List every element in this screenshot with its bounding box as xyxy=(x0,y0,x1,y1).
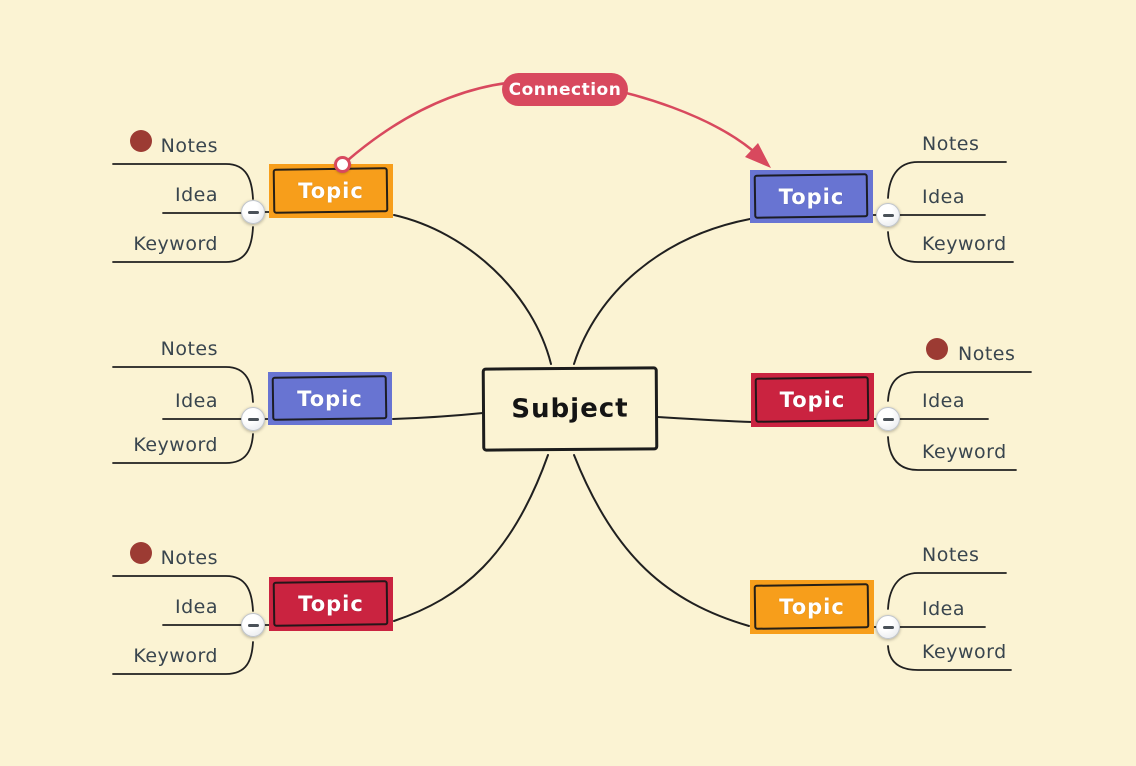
child-node-keyword[interactable]: Keyword xyxy=(922,641,1007,663)
topic-label: Topic xyxy=(779,595,845,619)
child-node-idea[interactable]: Idea xyxy=(922,390,965,412)
connector-top-right xyxy=(573,218,751,365)
child-node-notes[interactable]: Notes xyxy=(160,135,218,157)
minus-icon xyxy=(882,213,894,217)
child-node-idea[interactable]: Idea xyxy=(922,186,965,208)
child-node-idea[interactable]: Idea xyxy=(175,390,218,412)
connection-arrowhead-icon xyxy=(745,143,771,168)
child-node-idea[interactable]: Idea xyxy=(922,598,965,620)
collapse-button[interactable] xyxy=(241,200,265,224)
topic-label: Topic xyxy=(778,184,845,209)
topic-node-top-right[interactable]: Topic xyxy=(750,170,873,223)
topic-label: Topic xyxy=(297,386,363,411)
connector-middle-left xyxy=(392,412,484,420)
child-node-idea[interactable]: Idea xyxy=(175,184,218,206)
collapse-button[interactable] xyxy=(876,203,900,227)
subject-node[interactable]: Subject xyxy=(481,366,659,452)
child-node-notes[interactable]: Notes xyxy=(922,133,980,155)
child-node-keyword[interactable]: Keyword xyxy=(922,233,1007,255)
topic-node-top-left[interactable]: Topic xyxy=(269,164,393,218)
note-marker-icon[interactable] xyxy=(130,542,152,564)
connector-bottom-right xyxy=(573,454,750,627)
connection-label-text: Connection xyxy=(508,79,622,100)
child-node-notes[interactable]: Notes xyxy=(922,544,980,566)
topic-label: Topic xyxy=(298,592,364,616)
child-node-keyword[interactable]: Keyword xyxy=(133,645,218,667)
minus-icon xyxy=(247,417,259,421)
collapse-button[interactable] xyxy=(876,407,900,431)
minus-icon xyxy=(247,623,259,627)
topic-label: Topic xyxy=(298,179,364,203)
child-node-notes[interactable]: Notes xyxy=(160,338,218,360)
child-node-notes[interactable]: Notes xyxy=(160,547,218,569)
subject-label: Subject xyxy=(511,393,629,425)
collapse-button[interactable] xyxy=(241,407,265,431)
topic-node-bottom-left[interactable]: Topic xyxy=(269,577,393,631)
child-node-idea[interactable]: Idea xyxy=(175,596,218,618)
connector-top-left xyxy=(393,214,552,365)
topic-node-middle-right[interactable]: Topic xyxy=(751,373,874,427)
minus-icon xyxy=(882,417,894,421)
note-marker-icon[interactable] xyxy=(130,130,152,152)
child-node-keyword[interactable]: Keyword xyxy=(922,441,1007,463)
minus-icon xyxy=(882,625,894,629)
connector-middle-right xyxy=(657,416,753,423)
topic-node-middle-left[interactable]: Topic xyxy=(268,372,392,425)
connector-bottom-left xyxy=(393,454,549,622)
collapse-button[interactable] xyxy=(241,613,265,637)
child-node-keyword[interactable]: Keyword xyxy=(133,233,218,255)
topic-label: Topic xyxy=(779,388,846,412)
connection-label[interactable]: Connection xyxy=(502,73,628,106)
note-marker-icon[interactable] xyxy=(926,338,948,360)
topic-node-bottom-right[interactable]: Topic xyxy=(750,580,874,634)
collapse-button[interactable] xyxy=(876,615,900,639)
child-node-notes[interactable]: Notes xyxy=(958,343,1016,365)
child-node-keyword[interactable]: Keyword xyxy=(133,434,218,456)
connection-anchor-handle[interactable] xyxy=(334,156,351,173)
minus-icon xyxy=(247,210,259,214)
